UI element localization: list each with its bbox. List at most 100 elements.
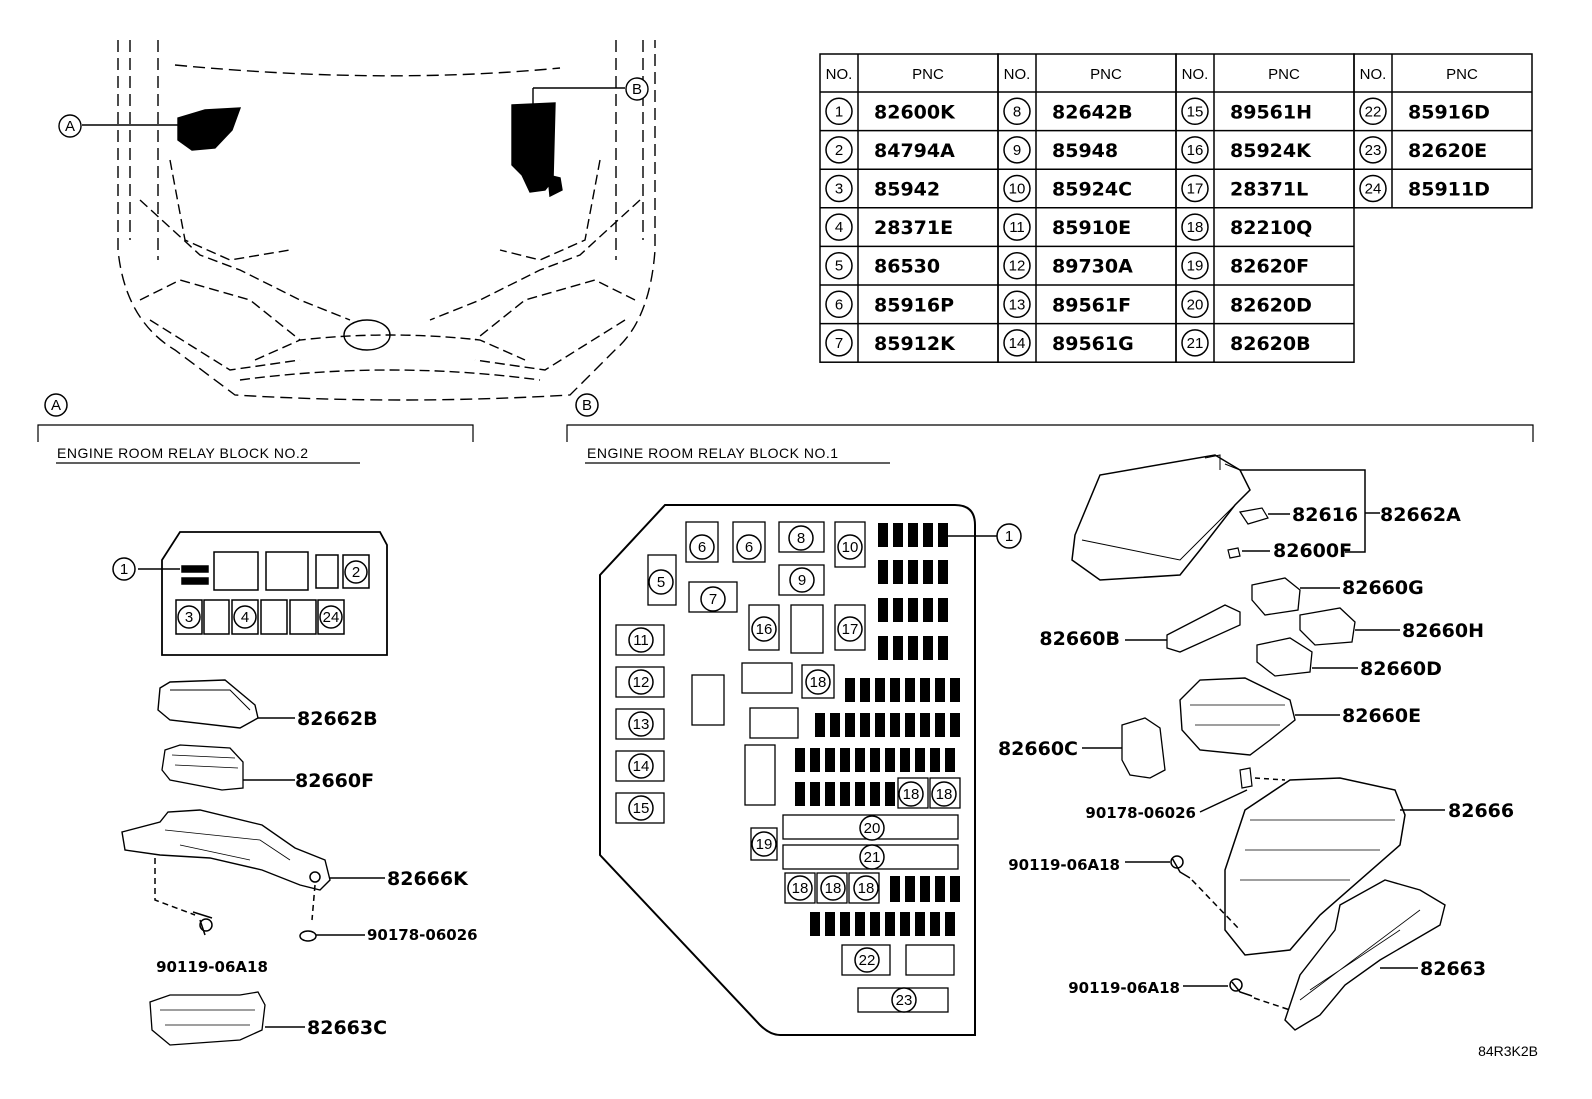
fuse-terminal	[923, 560, 933, 584]
slot-number: 12	[633, 674, 650, 691]
table-row-pnc: 84794A	[874, 140, 955, 162]
slot-circle	[837, 616, 863, 642]
slot-circle	[736, 534, 762, 560]
table-row-number: 18	[1187, 219, 1204, 236]
overview-marker-b: B	[632, 81, 642, 98]
fuse-terminal	[908, 523, 918, 547]
table-row-pnc: 85924K	[1230, 140, 1312, 162]
table-row-number-circle	[1003, 213, 1031, 241]
slot-number: 8	[797, 530, 805, 547]
slot-number: 20	[864, 820, 881, 837]
relay-slot	[790, 604, 824, 654]
table-row-pnc: 85916P	[874, 294, 954, 316]
fuse-terminal	[900, 912, 910, 936]
slot-circle	[859, 844, 885, 870]
fuse-terminal	[923, 636, 933, 660]
table-row-number-circle	[1359, 174, 1387, 203]
part-label: 82663C	[307, 1017, 387, 1039]
table-row-pnc: 89561F	[1052, 294, 1131, 316]
slot-circle	[859, 815, 885, 841]
fuse-terminal	[945, 748, 955, 772]
table-row-number-circle	[1003, 251, 1031, 280]
slot-circle	[628, 795, 654, 821]
table-row-number-circle	[1181, 136, 1209, 164]
table-row-number: 1	[835, 103, 843, 120]
fuse-terminal	[870, 912, 880, 936]
slot-number: 7	[709, 591, 717, 608]
table-header-no: NO.	[1360, 66, 1387, 83]
relay-block-a-silhouette	[177, 107, 242, 151]
part-label: 82660H	[1402, 620, 1484, 642]
slot-circle	[788, 525, 814, 551]
table-row-number: 16	[1187, 142, 1204, 159]
slot-number: 18	[858, 880, 875, 897]
fuse-terminal	[860, 678, 870, 702]
table-row-number: 22	[1365, 103, 1382, 120]
table-row-pnc: 82600K	[874, 101, 956, 123]
fuse-terminal	[860, 713, 870, 737]
table-row-number: 6	[835, 296, 843, 313]
slot-circle	[751, 616, 777, 642]
part-label: 82660B	[1039, 628, 1120, 650]
table-row-pnc: 82620F	[1230, 256, 1309, 278]
slot-circle	[177, 605, 201, 629]
fuse-terminal	[938, 523, 948, 547]
slot-number: 22	[859, 952, 876, 969]
slot-number: 3	[185, 609, 193, 626]
table-row-number-circle	[825, 174, 853, 203]
slot-circle	[233, 605, 257, 629]
section-a-title: ENGINE ROOM RELAY BLOCK NO.2	[57, 445, 309, 461]
slot-circle	[805, 669, 831, 695]
table-row-number-circle	[1181, 213, 1209, 241]
table-row-pnc: 85916D	[1408, 101, 1490, 123]
fuse-terminal	[905, 876, 915, 902]
fuse-terminal	[915, 912, 925, 936]
table-row-pnc: 85910E	[1052, 217, 1131, 239]
fuse-terminal	[935, 678, 945, 702]
fuse-terminal	[890, 678, 900, 702]
table-row-pnc: 82210Q	[1230, 217, 1312, 239]
fuse-terminal	[815, 713, 825, 737]
table-row-number-circle	[1359, 136, 1387, 164]
table-row-number: 19	[1187, 258, 1204, 275]
fuse-terminal	[915, 748, 925, 772]
table-row-number-circle	[1003, 290, 1031, 319]
fuse-terminal	[930, 748, 940, 772]
slot-circle	[628, 627, 654, 653]
fuse-terminal	[795, 748, 805, 772]
table-row-pnc: 89561G	[1052, 333, 1134, 355]
fuse-terminal	[795, 782, 805, 806]
table-row-pnc: 85912K	[874, 333, 956, 355]
slot-number: 1	[1005, 528, 1013, 545]
table-row-pnc: 86530	[874, 256, 940, 278]
fuse-terminal	[908, 636, 918, 660]
table-row-number-circle	[1003, 97, 1031, 126]
slot-number: 23	[896, 992, 913, 1009]
table-row-number-circle	[1003, 136, 1031, 164]
fuse-terminal	[890, 713, 900, 737]
relay-slot	[749, 707, 799, 739]
table-row-pnc: 82620B	[1230, 333, 1311, 355]
table-header-pnc: PNC	[912, 66, 944, 83]
slot-number: 21	[864, 849, 881, 866]
part-label: 82660C	[998, 738, 1078, 760]
slot-circle	[898, 781, 924, 807]
slot-circle	[787, 875, 813, 901]
fuse-terminal	[830, 713, 840, 737]
table-row-number-circle	[1181, 174, 1209, 203]
table-row-number: 12	[1009, 258, 1026, 275]
section-b-marker: B	[582, 397, 592, 414]
table-row-number-circle	[825, 251, 853, 280]
fuse-terminal	[935, 876, 945, 902]
relay-slot	[905, 944, 955, 976]
part-label: 82666K	[387, 868, 469, 890]
slot-number: 5	[657, 574, 665, 591]
table-row-number: 8	[1013, 103, 1021, 120]
fuse-terminal	[938, 560, 948, 584]
table-row-number-circle	[1003, 329, 1031, 357]
table-row-number-circle	[825, 97, 853, 126]
slot-circle	[689, 534, 715, 560]
